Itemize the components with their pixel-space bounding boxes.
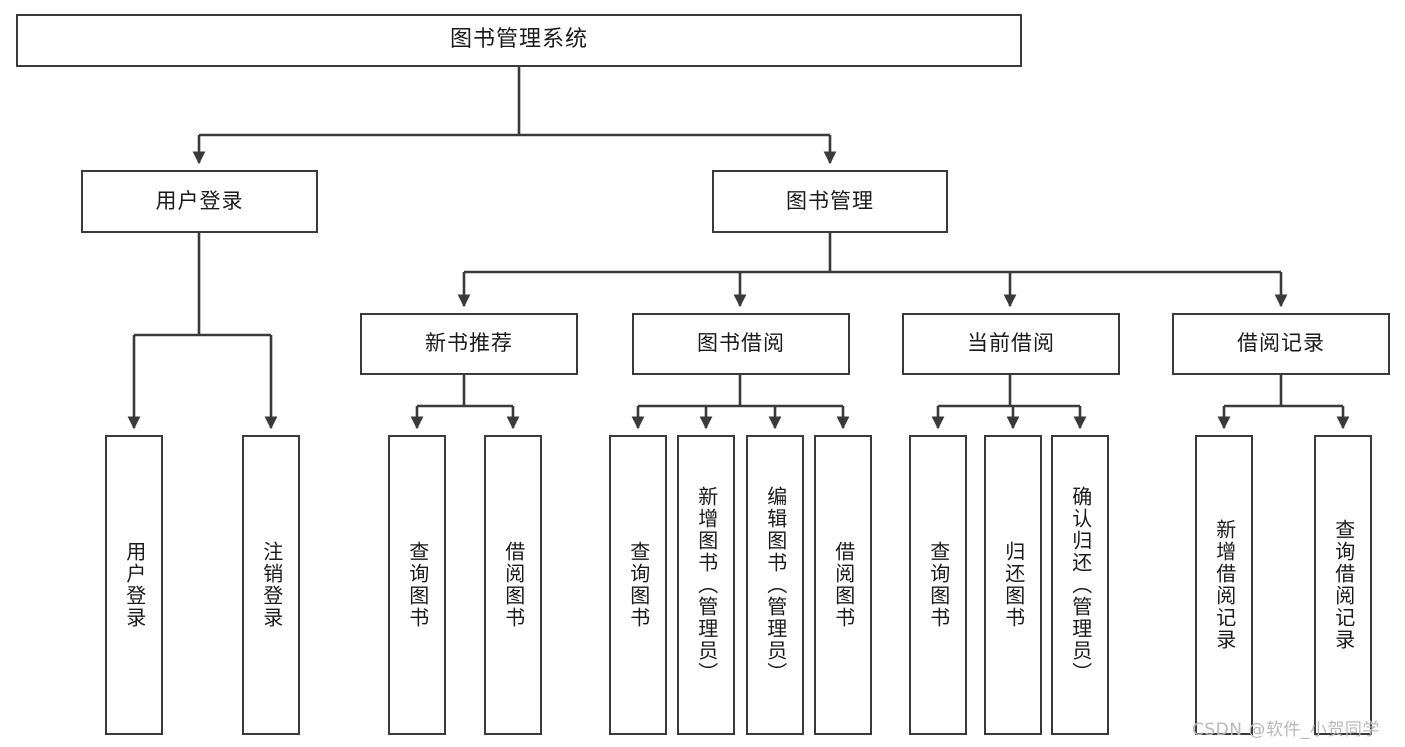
node-borrow-records[interactable]: 借阅记录 [1172,313,1390,375]
node-label: 归还图书 [1001,541,1026,629]
leaf-add-borrow-record[interactable]: 新增借阅记录 [1195,435,1253,735]
leaf-logout-login[interactable]: 注销登录 [242,435,300,735]
leaf-edit-book-admin[interactable]: 编辑图书（管理员） [746,435,804,735]
node-label: 新书推荐 [425,331,513,356]
node-user-login[interactable]: 用户登录 [81,170,318,233]
node-label: 查询图书 [405,541,430,629]
leaf-query-book-recommend[interactable]: 查询图书 [388,435,446,735]
leaf-confirm-return-admin[interactable]: 确认归还（管理员） [1051,435,1109,735]
node-current-borrow[interactable]: 当前借阅 [902,313,1120,375]
node-book-borrow[interactable]: 图书借阅 [632,313,850,375]
node-label: 查询图书 [926,541,951,629]
node-label: 图书管理 [786,188,874,213]
leaf-borrow-book-recommend[interactable]: 借阅图书 [484,435,542,735]
leaf-borrow-book[interactable]: 借阅图书 [814,435,872,735]
node-label: 注销登录 [259,541,284,629]
leaf-return-book[interactable]: 归还图书 [984,435,1042,735]
node-label: 查询借阅记录 [1331,519,1356,651]
node-label: 查询图书 [626,541,651,629]
node-label: 确认归还（管理员） [1068,486,1093,684]
node-label: 当前借阅 [967,331,1055,356]
node-label: 新增图书（管理员） [694,486,719,684]
leaf-query-book-borrow[interactable]: 查询图书 [609,435,667,735]
node-label: 图书借阅 [697,331,785,356]
node-label: 编辑图书（管理员） [763,486,788,684]
leaf-query-borrow-record[interactable]: 查询借阅记录 [1314,435,1372,735]
node-label: 新增借阅记录 [1212,519,1237,651]
node-label: 借阅图书 [831,541,856,629]
leaf-query-book-current[interactable]: 查询图书 [909,435,967,735]
node-book-management[interactable]: 图书管理 [712,170,948,233]
watermark-text: CSDN @软件_小贺同学 [1192,720,1380,740]
node-root-book-management-system[interactable]: 图书管理系统 [16,14,1022,67]
node-new-book-recommend[interactable]: 新书推荐 [360,313,578,375]
node-label: 借阅图书 [501,541,526,629]
leaf-user-login[interactable]: 用户登录 [105,435,163,735]
node-label: 用户登录 [122,541,147,629]
node-label: 用户登录 [155,188,244,213]
node-label: 图书管理系统 [449,27,588,53]
node-label: 借阅记录 [1237,331,1325,356]
leaf-add-book-admin[interactable]: 新增图书（管理员） [677,435,735,735]
